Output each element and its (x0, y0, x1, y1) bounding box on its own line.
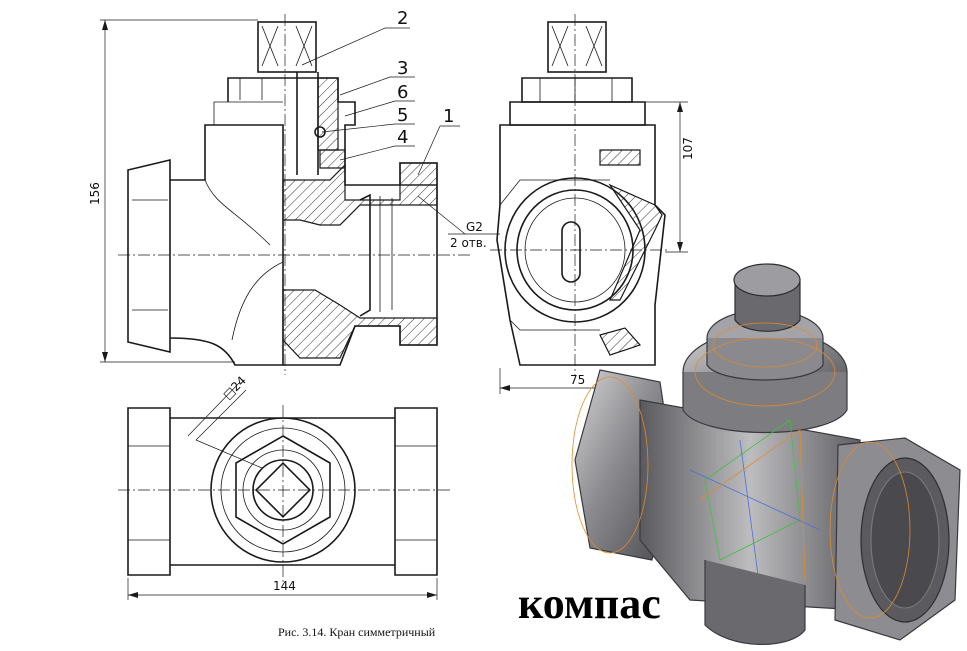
dim-height-total: 156 (88, 182, 102, 205)
side-view: 107 75 (490, 14, 695, 394)
callout-4: 4 (397, 127, 408, 148)
callout-6: 6 (397, 82, 408, 103)
dim-width-plan: 144 (273, 579, 296, 593)
thread-label: G2 (466, 220, 483, 234)
callout-1: 1 (443, 106, 454, 127)
callout-2: 2 (397, 8, 408, 29)
render-3d (571, 263, 961, 646)
dim-square: □24 (220, 373, 249, 402)
thread-note: 2 отв. (450, 236, 487, 250)
dim-width-side: 75 (570, 373, 585, 387)
figure-caption: Рис. 3.14. Кран симметричный (278, 625, 436, 639)
brand-wordmark: компас (518, 579, 661, 628)
plan-view: □24 144 (118, 373, 450, 600)
callout-3: 3 (397, 58, 408, 79)
front-view: 1 56 (88, 14, 500, 375)
callout-5: 5 (397, 105, 408, 126)
dim-height-partial: 107 (681, 137, 695, 160)
